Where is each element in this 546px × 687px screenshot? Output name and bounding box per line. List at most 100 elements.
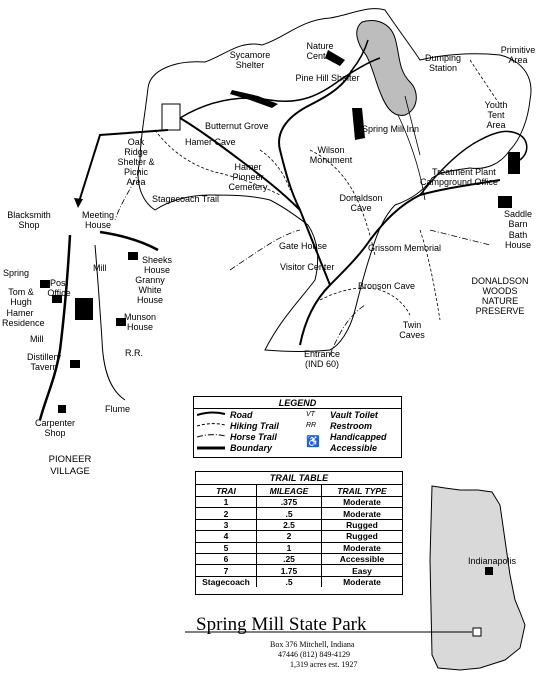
- cell-type: Accessible: [321, 552, 402, 565]
- cell-trail: 6: [196, 552, 257, 565]
- handicapped-icon: ♿: [306, 436, 320, 448]
- header-trail-type: TRAIL TYPE: [321, 485, 402, 497]
- label-distillery: Distillery Tavern: [26, 352, 61, 372]
- cell-trail: Stagecoach: [196, 575, 257, 588]
- legend-vt-symbol: VT: [306, 411, 315, 418]
- map-legend: LEGEND Road Hiking Trail Horse Trail Bou…: [193, 396, 402, 458]
- cell-mileage: .5: [256, 507, 322, 520]
- horse-trails: [114, 169, 491, 356]
- park-boundary: [137, 8, 532, 352]
- label-donaldson-cave: Donaldson Cave: [339, 193, 383, 213]
- legend-rr-symbol: RR: [306, 422, 317, 429]
- label-bronson-cave: Bronson Cave: [358, 281, 416, 291]
- header-mileage: MILEAGE: [256, 485, 322, 497]
- label-carpenter-shop: Carpenter Shop: [34, 418, 76, 438]
- legend-road: Road: [230, 410, 253, 420]
- label-nature-center: Nature Center: [306, 41, 334, 61]
- label-rr: R.R.: [125, 348, 143, 358]
- label-meeting-house: Meeting House: [81, 210, 115, 230]
- label-munson-house: Munson House: [123, 312, 157, 332]
- address-line-1: Box 376 Mitchell, Indiana: [270, 640, 355, 649]
- label-pine-hill-shelter: Pine Hill Shelter: [295, 73, 360, 83]
- legend-boundary: Boundary: [230, 443, 273, 453]
- legend-line-samples: [197, 411, 226, 450]
- legend-vault-toilet: Vault Toilet: [330, 410, 378, 420]
- inn-parking: [352, 108, 365, 140]
- cell-mileage: .5: [256, 575, 322, 588]
- park-location-marker: [472, 627, 482, 637]
- label-mill-top: Mill: [93, 263, 107, 273]
- address-line-3: 1,319 acres est. 1927: [290, 660, 358, 669]
- label-wilson-monument: Wilson Monument: [309, 145, 353, 165]
- butternut-grove-building: [161, 103, 181, 131]
- label-primitive-area: Primitive Area: [500, 45, 536, 65]
- legend-hiking-trail: Hiking Trail: [230, 421, 279, 431]
- cell-type: Rugged: [321, 518, 402, 531]
- label-granny-white: Granny White House: [135, 275, 165, 305]
- indianapolis-marker: [485, 567, 493, 575]
- legend-horse-trail: Horse Trail: [230, 432, 277, 442]
- cell-trail: 2: [196, 507, 257, 520]
- road-north: [179, 39, 381, 119]
- label-grissom-memorial: Grissom Memorial: [368, 243, 442, 253]
- cell-mileage: 1.75: [256, 564, 322, 577]
- hiking-trails: [154, 59, 501, 321]
- cell-type: Moderate: [321, 541, 402, 554]
- cell-trail: 7: [196, 564, 257, 577]
- label-bath-house: Bath House: [504, 230, 531, 250]
- road-east: [419, 130, 528, 196]
- legend-restroom: Restroom: [330, 421, 373, 431]
- label-stagecoach-trail: Stagecoach Trail: [152, 194, 220, 204]
- label-youth-tent-area: Youth Tent Area: [484, 100, 508, 130]
- village-connector: [77, 129, 169, 206]
- village-mill-block: [75, 298, 93, 320]
- header-trail: TRAI: [196, 485, 257, 497]
- connector-arrow: [74, 198, 83, 208]
- label-mill: Mill: [30, 334, 44, 344]
- nature-center-parking: [325, 50, 345, 66]
- label-hamer-residence: Hamer Residence: [2, 308, 45, 328]
- trail-table: TRAIL TABLE TRAI MILEAGE TRAIL TYPE 1.37…: [195, 471, 403, 595]
- cell-trail: 5: [196, 541, 257, 554]
- lake: [356, 20, 417, 116]
- saddle-barn-building: [498, 196, 512, 208]
- label-spring-mill-inn: Spring Mill Inn: [362, 124, 420, 134]
- label-sheeks-house: Sheeks House: [141, 255, 173, 275]
- trail-table-title: TRAIL TABLE: [196, 472, 402, 485]
- cell-mileage: .375: [256, 495, 322, 508]
- cell-trail: 1: [196, 495, 257, 508]
- cell-mileage: 2.5: [256, 518, 322, 531]
- label-entrance: Entrance (IND 60): [303, 349, 341, 369]
- label-campground-office: Campground Office: [420, 177, 498, 187]
- cell-type: Easy: [321, 564, 402, 577]
- label-oak-ridge: Oak Ridge Shelter & Picnic Area: [117, 137, 155, 187]
- treatment-plant-building: [508, 152, 520, 174]
- park-title: Spring Mill State Park: [196, 614, 367, 635]
- village-road-east: [99, 230, 159, 252]
- cell-trail: 4: [196, 530, 257, 543]
- address-line-2: 47446 (812) 849-4129: [278, 650, 350, 659]
- village-road: [38, 234, 72, 421]
- village-creek: [94, 244, 126, 401]
- cell-type: Moderate: [321, 507, 402, 520]
- label-indianapolis: Indianapolis: [467, 556, 517, 566]
- legend-handicapped: Handicapped Accessible: [330, 432, 387, 453]
- label-dumping-station: Dumping Station: [424, 53, 462, 73]
- cell-trail: 3: [196, 518, 257, 531]
- cell-type: Moderate: [321, 495, 402, 508]
- label-gate-house: Gate House: [279, 241, 328, 251]
- label-visitor-center: Visitor Center: [280, 262, 335, 272]
- label-hamer-cave: Hamer Cave: [185, 137, 236, 147]
- label-spring: Spring: [3, 268, 30, 278]
- label-saddle-barn: Saddle Barn: [503, 209, 533, 229]
- label-twin-caves: Twin Caves: [399, 320, 425, 340]
- label-donaldson-woods: DONALDSON WOODS NATURE PRESERVE: [471, 276, 529, 316]
